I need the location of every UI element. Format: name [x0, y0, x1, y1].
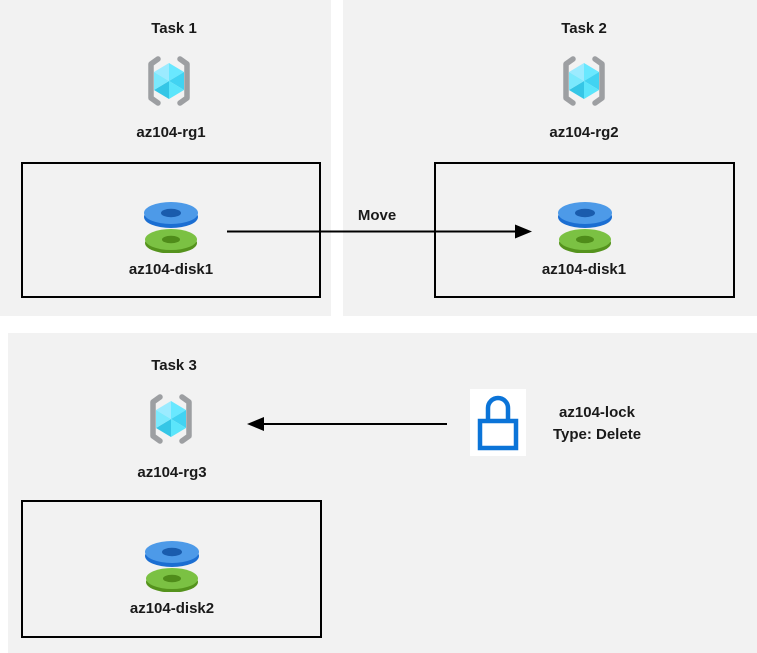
rg1-label: az104-rg1 — [136, 124, 206, 141]
move-arrow-label: Move — [357, 207, 397, 224]
resource-group-icon — [150, 394, 192, 444]
task1-title: Task 1 — [151, 20, 197, 37]
disk1-label: az104-disk1 — [128, 261, 214, 278]
lock-name: az104-lock — [559, 404, 635, 421]
resource-group-icon — [148, 56, 190, 106]
disk-icon — [145, 541, 199, 592]
task1-disk-box — [21, 162, 321, 298]
task2-title: Task 2 — [561, 20, 607, 37]
task3-disk-box — [21, 500, 322, 638]
rg3-label: az104-rg3 — [137, 464, 207, 481]
panel-task2: Task 2 az104-rg2 az104-disk1 — [343, 0, 757, 316]
disk1-moved-label: az104-disk1 — [541, 261, 627, 278]
rg2-label: az104-rg2 — [549, 124, 619, 141]
panel-task1: Task 1 az104-rg1 az104-disk1 — [0, 0, 331, 316]
task3-title: Task 3 — [151, 357, 197, 374]
disk2-label: az104-disk2 — [129, 600, 215, 617]
lock-type: Type: Delete — [552, 426, 642, 443]
panel-task3: Task 3 az104-rg3 az104-disk2 — [8, 333, 757, 653]
resource-group-icon — [563, 56, 605, 106]
lock-icon — [477, 395, 519, 450]
disk-icon — [144, 202, 198, 253]
lock-caption: az104-lock Type: Delete — [507, 402, 687, 446]
disk-icon — [558, 202, 612, 253]
task2-disk-box — [434, 162, 735, 298]
lock-icon-tile — [470, 389, 526, 456]
